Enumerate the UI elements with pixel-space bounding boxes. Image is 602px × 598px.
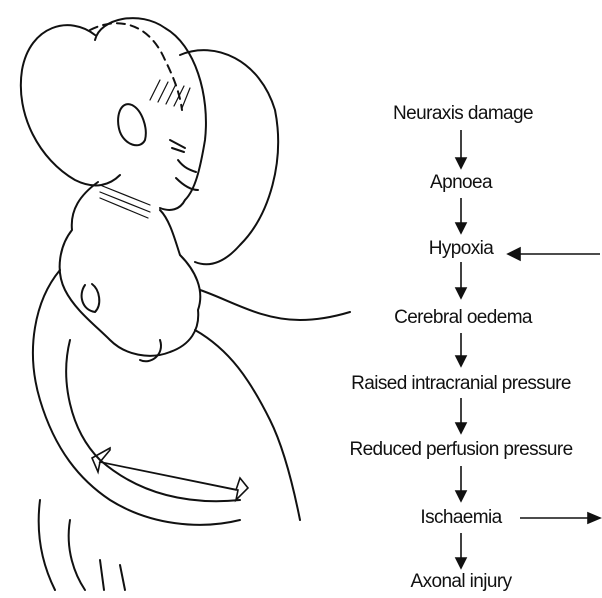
step-cerebral-oedema: Cerebral oedema	[394, 307, 532, 329]
step-axonal-injury: Axonal injury	[411, 571, 512, 593]
step-apnoea: Apnoea	[430, 172, 492, 194]
step-raised-intracranial-pressure: Raised intracranial pressure	[351, 373, 571, 395]
step-neuraxis-damage: Neuraxis damage	[393, 103, 533, 125]
step-hypoxia: Hypoxia	[429, 238, 493, 260]
step-ischaemia: Ischaemia	[420, 507, 501, 529]
step-reduced-perfusion-pressure: Reduced perfusion pressure	[349, 439, 572, 461]
